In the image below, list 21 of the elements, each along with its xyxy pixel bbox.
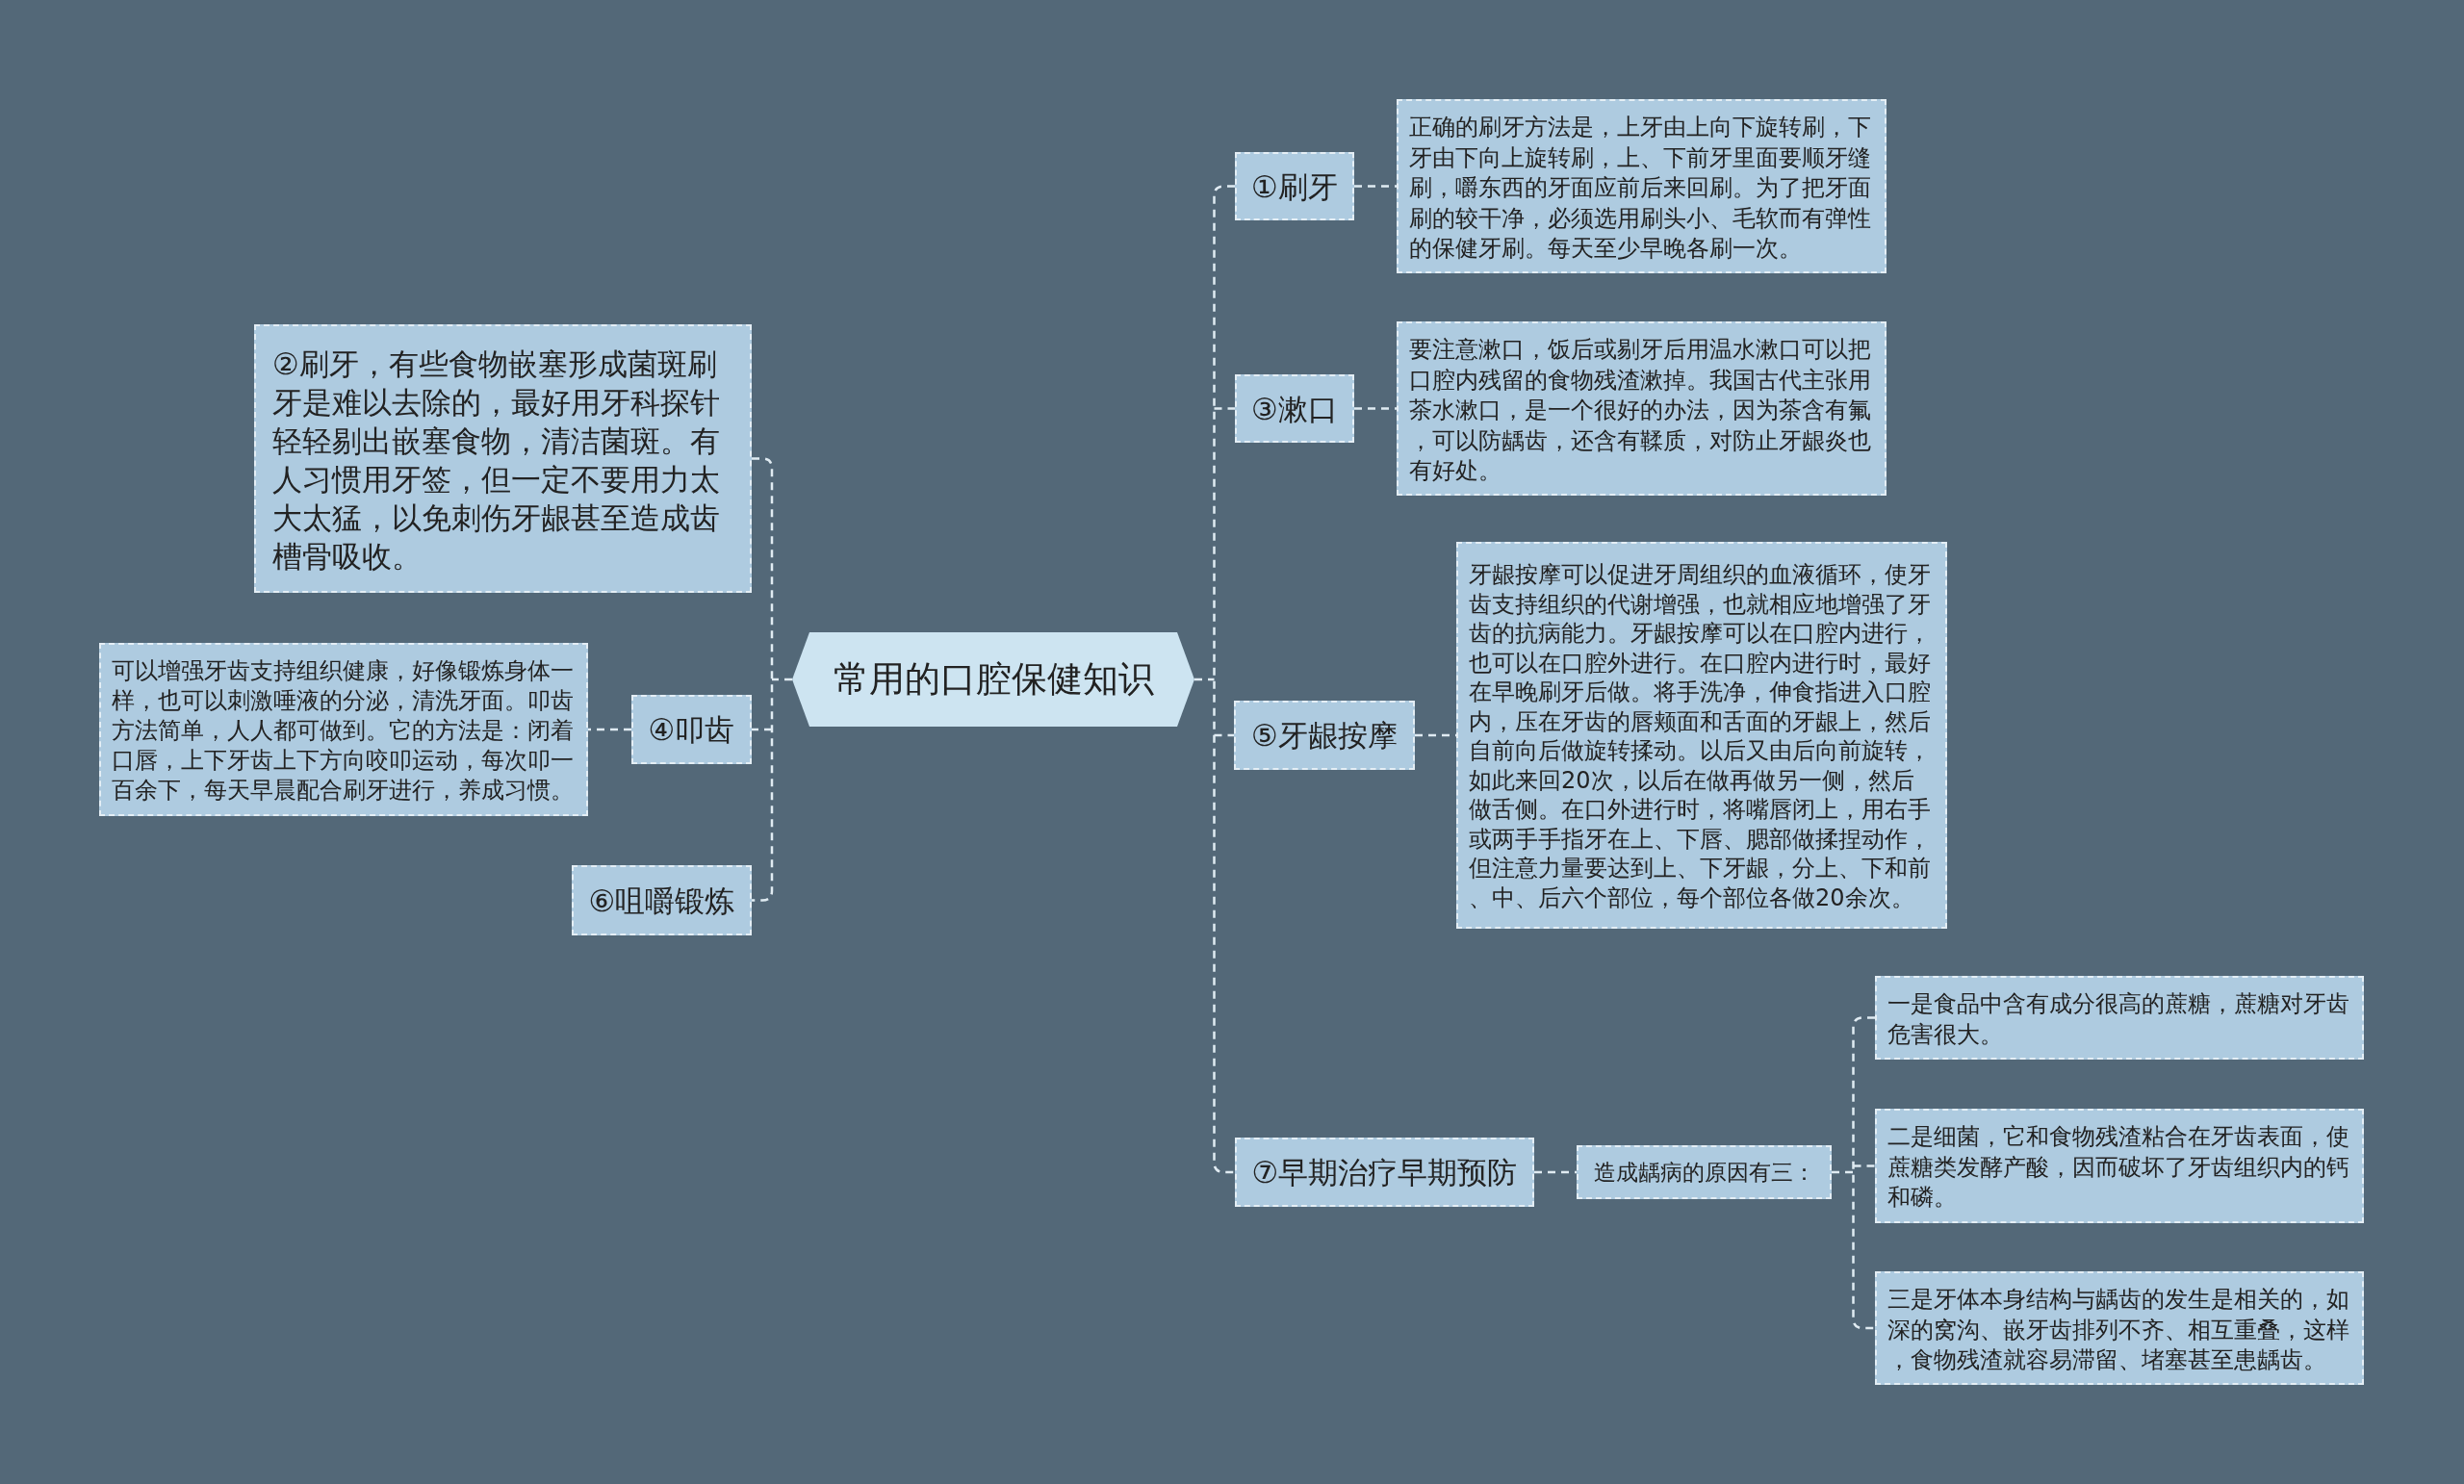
note-box: 可以增强牙齿支持组织健康，好像锻炼身体一样，也可以刺激唾液的分泌，清洗牙面。叩齿方法简单，人人都可做到。它的方法是：闭着口唇，上下牙齿上下方向咬叩运动，每次叩一百余下，每天早晨配合刷牙进行，养成习惯。 (99, 643, 588, 816)
topic-box: ⑦早期治疗早期预防 (1235, 1138, 1534, 1207)
note-box: 正确的刷牙方法是，上牙由上向下旋转刷，下牙由下向上旋转刷，上、下前牙里面要顺牙缝刷，嚼东西的牙面应前后来回刷。为了把牙面刷的较干净，必须选用刷头小、毛软而有弹性的保健牙刷。每天至少早晚各刷一次。 (1397, 99, 1886, 273)
topic-box: ⑥咀嚼锻炼 (572, 865, 752, 935)
connector-line (588, 728, 631, 731)
topic-box: 造成龋病的原因有三： (1577, 1145, 1832, 1199)
connector-line (1354, 407, 1397, 410)
topic-box: ①刷牙 (1235, 152, 1354, 220)
connector-line (1354, 185, 1397, 188)
note-box: 二是细菌，它和食物残渣粘合在牙齿表面，使蔗糖类发酵产酸，因而破坏了牙齿组织内的钙和磷。 (1875, 1109, 2364, 1223)
topic-box: ④叩齿 (631, 695, 752, 764)
connector-line (1193, 185, 1237, 1174)
note-box: 三是牙体本身结构与龋齿的发生是相关的，如深的窝沟、嵌牙齿排列不齐、相互重叠，这样，食物残渣就容易滞留、堵塞甚至患龋齿。 (1875, 1271, 2364, 1385)
connector-line (1534, 1170, 1577, 1174)
note-box: 牙龈按摩可以促进牙周组织的血液循环，使牙齿支持组织的代谢增强，也就相应地增强了牙齿的抗病能力。牙龈按摩可以在口腔内进行，也可以在口腔外进行。在口腔内进行时，最好在早晚刷牙后做。将手洗净，伸食指进入口腔内，压在牙齿的唇颊面和舌面的牙龈上，然后自前向后做旋转揉动。以后又由后向前旋转，如此来回20次，以后在做再做另一侧，然后做舌侧。在口外进行时，将嘴唇闭上，用右手或两手手指牙在上、下唇、腮部做揉捏动作，但注意力量要达到上、下牙龈，分上、下和前、中、后六个部位，每个部位各做20余次。 (1456, 542, 1947, 929)
note-box: 要注意漱口，饭后或剔牙后用温水漱口可以把口腔内残留的食物残渣漱掉。我国古代主张用茶水漱口，是一个很好的办法，因为茶含有氟，可以防龋齿，还含有鞣质，对防止牙龈炎也有好处。 (1397, 321, 1886, 496)
note-box: 一是食品中含有成分很高的蔗糖，蔗糖对牙齿危害很大。 (1875, 976, 2364, 1060)
topic-box: ⑤牙龈按摩 (1234, 701, 1415, 770)
topic-box: ③漱口 (1235, 374, 1354, 443)
central-topic: 常用的口腔保健知识 (792, 632, 1194, 727)
note-box: ②刷牙，有些食物嵌塞形成菌斑刷牙是难以去除的，最好用牙科探针轻轻剔出嵌塞食物，清洁菌斑。有人习惯用牙签，但一定不要用力太大太猛，以免刺伤牙龈甚至造成齿槽骨吸收。 (254, 324, 752, 593)
